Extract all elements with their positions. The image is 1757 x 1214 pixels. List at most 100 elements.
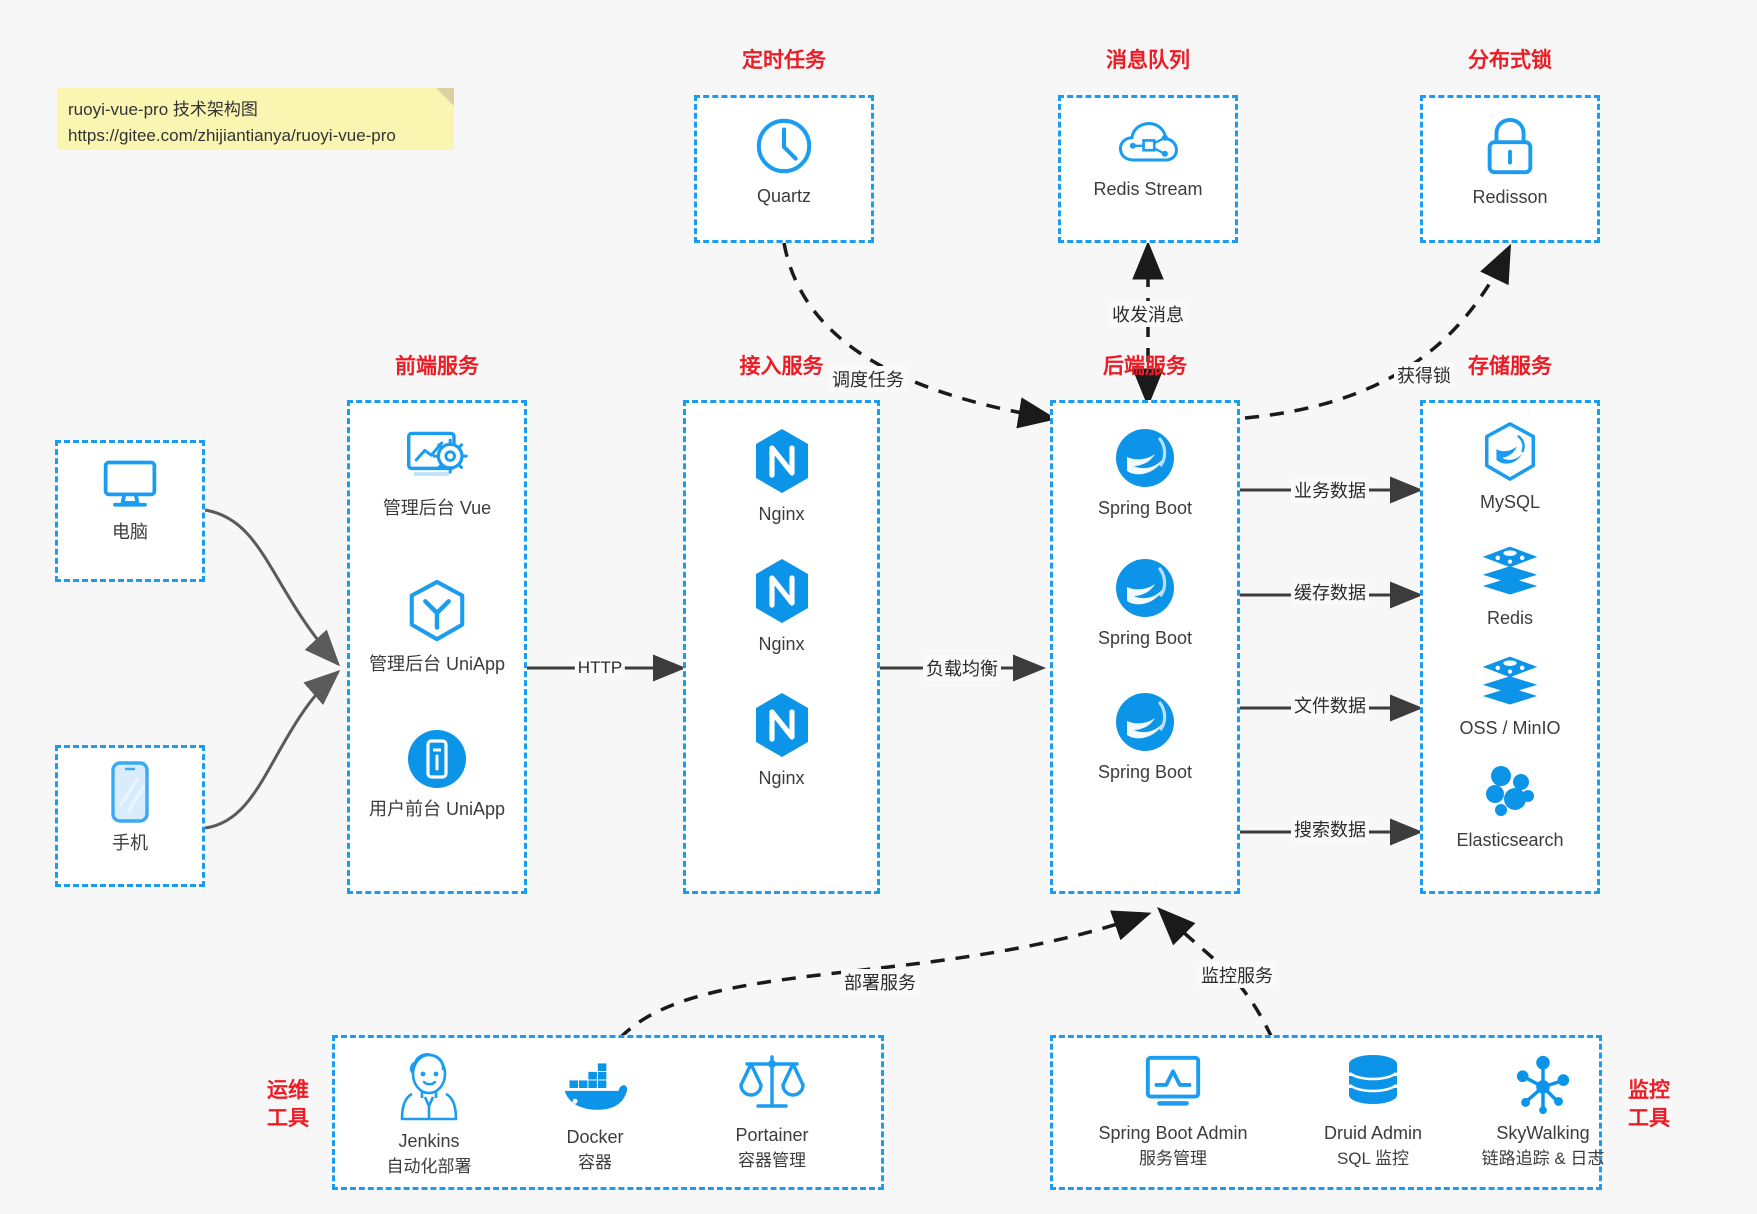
edge-label-business-data: 业务数据 — [1291, 477, 1369, 503]
node-quartz[interactable]: Quartz — [697, 115, 871, 209]
oss-stack-icon — [1482, 656, 1538, 705]
node-phone[interactable]: 手机 — [58, 760, 202, 856]
mysql-dolphin-icon — [1485, 422, 1535, 481]
node-label: Nginx — [758, 768, 805, 788]
node-docker[interactable]: Docker 容器 — [515, 1058, 675, 1175]
group-backend: Spring Boot Spring Boot Spring Boot — [1050, 400, 1240, 894]
note-url: https://gitee.com/zhijiantianya/ruoyi-vu… — [68, 126, 396, 145]
node-elasticsearch[interactable]: Elasticsearch — [1423, 763, 1597, 853]
node-label: 电脑 — [112, 522, 148, 542]
node-redis-stream[interactable]: Redis Stream — [1061, 118, 1235, 202]
node-label: OSS / MinIO — [1459, 718, 1561, 738]
group-title-devops-line1: 运维 — [267, 1079, 309, 1102]
group-devops: Jenkins 自动化部署 Docker 容器 — [332, 1035, 884, 1190]
node-label: Redis — [1486, 608, 1534, 628]
node-mysql[interactable]: MySQL — [1423, 421, 1597, 515]
group-title-lock: 分布式锁 — [1468, 49, 1552, 72]
node-druid-admin[interactable]: Druid Admin SQL 监控 — [1293, 1052, 1453, 1171]
group-title-scheduler: 定时任务 — [742, 49, 826, 72]
node-label: Spring Boot Admin — [1098, 1123, 1248, 1143]
node-label: Redis Stream — [1093, 179, 1203, 199]
node-user-uniapp[interactable]: 用户前台 UniApp — [350, 728, 524, 822]
node-label: Docker — [566, 1127, 624, 1147]
jenkins-butler-icon — [400, 1053, 458, 1121]
node-label: Jenkins — [398, 1131, 460, 1151]
node-computer[interactable]: 电脑 — [58, 457, 202, 545]
node-label: Elasticsearch — [1456, 830, 1564, 850]
edge-label-monitor-service: 监控服务 — [1198, 962, 1276, 988]
node-spring-boot-3[interactable]: Spring Boot — [1053, 691, 1237, 785]
node-spring-boot-1[interactable]: Spring Boot — [1053, 427, 1237, 521]
node-label: Nginx — [758, 634, 805, 654]
node-sublabel: SQL 监控 — [1336, 1149, 1410, 1168]
group-title-devops-line2: 工具 — [267, 1107, 309, 1130]
node-sublabel: 链路追踪 & 日志 — [1481, 1149, 1605, 1168]
edge-label-send-receive-msg: 收发消息 — [1109, 301, 1187, 327]
node-nginx-3[interactable]: Nginx — [686, 691, 877, 791]
nginx-icon — [755, 559, 808, 623]
node-spring-boot-2[interactable]: Spring Boot — [1053, 557, 1237, 651]
group-device-computer: 电脑 — [55, 440, 205, 582]
note-folded-corner — [436, 88, 454, 106]
lock-icon — [1487, 117, 1533, 175]
node-redisson[interactable]: Redisson — [1423, 116, 1597, 210]
node-sublabel: 容器 — [578, 1153, 612, 1172]
node-spring-boot-admin[interactable]: Spring Boot Admin 服务管理 — [1063, 1052, 1283, 1171]
node-label: Nginx — [758, 504, 805, 524]
node-label: Spring Boot — [1097, 628, 1193, 648]
group-gateway: Nginx Nginx Nginx — [683, 400, 880, 894]
skywalking-network-icon — [1516, 1055, 1570, 1114]
node-sublabel: 自动化部署 — [386, 1157, 472, 1176]
group-storage: MySQL Redis — [1420, 400, 1600, 894]
node-jenkins[interactable]: Jenkins 自动化部署 — [349, 1050, 509, 1179]
elasticsearch-icon — [1486, 766, 1534, 816]
diagram-note: ruoyi-vue-pro 技术架构图 https://gitee.com/zh… — [57, 88, 454, 150]
node-label: Druid Admin — [1323, 1123, 1423, 1143]
group-frontend: 管理后台 Vue 管理后台 UniApp 用户前台 UniApp — [347, 400, 527, 894]
node-nginx-1[interactable]: Nginx — [686, 427, 877, 527]
note-title: ruoyi-vue-pro 技术架构图 — [68, 100, 258, 119]
node-sublabel: 容器管理 — [738, 1151, 806, 1170]
redis-stack-icon — [1481, 546, 1539, 595]
group-title-mq: 消息队列 — [1106, 49, 1190, 72]
node-admin-vue[interactable]: 管理后台 Vue — [350, 427, 524, 521]
group-title-monitor-line1: 监控 — [1628, 1079, 1670, 1102]
group-mq: Redis Stream — [1058, 95, 1238, 243]
node-sublabel: 服务管理 — [1139, 1149, 1207, 1168]
group-monitor: Spring Boot Admin 服务管理 Druid — [1050, 1035, 1604, 1190]
spring-boot-icon — [1116, 559, 1174, 617]
node-label: Portainer — [735, 1125, 809, 1145]
clock-icon — [756, 118, 812, 174]
node-admin-uniapp[interactable]: 管理后台 UniApp — [350, 579, 524, 677]
mobile-phone-icon — [111, 761, 149, 823]
edge-label-cache-data: 缓存数据 — [1291, 579, 1369, 605]
edge-label-file-data: 文件数据 — [1291, 692, 1369, 718]
group-lock: Redisson — [1420, 95, 1600, 243]
node-label: Spring Boot — [1097, 498, 1193, 518]
group-title-devops: 运维 工具 — [255, 1077, 321, 1133]
portainer-scale-icon — [739, 1055, 805, 1108]
node-skywalking[interactable]: SkyWalking 链路追踪 & 日志 — [1453, 1052, 1633, 1171]
docker-whale-icon — [564, 1063, 628, 1110]
node-label: Redisson — [1472, 187, 1548, 207]
mobile-circle-icon — [408, 730, 466, 788]
node-label: Quartz — [756, 186, 812, 206]
group-title-monitor: 监控 工具 — [1616, 1077, 1682, 1133]
node-label: SkyWalking — [1496, 1123, 1590, 1143]
node-oss-minio[interactable]: OSS / MinIO — [1423, 653, 1597, 741]
node-label: 手机 — [112, 833, 148, 853]
node-portainer[interactable]: Portainer 容器管理 — [687, 1050, 857, 1173]
group-title-storage: 存储服务 — [1468, 355, 1552, 378]
database-cylinder-icon — [1349, 1055, 1397, 1104]
node-redis[interactable]: Redis — [1423, 543, 1597, 631]
desktop-monitor-icon — [103, 460, 157, 507]
edge-label-search-data: 搜索数据 — [1291, 816, 1369, 842]
dashboard-gear-icon — [407, 431, 468, 476]
node-label: MySQL — [1479, 492, 1540, 512]
edge-label-acquire-lock: 获得锁 — [1394, 362, 1454, 388]
node-nginx-2[interactable]: Nginx — [686, 557, 877, 657]
edge-label-schedule-task: 调度任务 — [829, 366, 907, 392]
group-title-backend: 后端服务 — [1103, 355, 1187, 378]
nginx-icon — [755, 429, 808, 493]
group-title-gateway: 接入服务 — [739, 355, 824, 378]
